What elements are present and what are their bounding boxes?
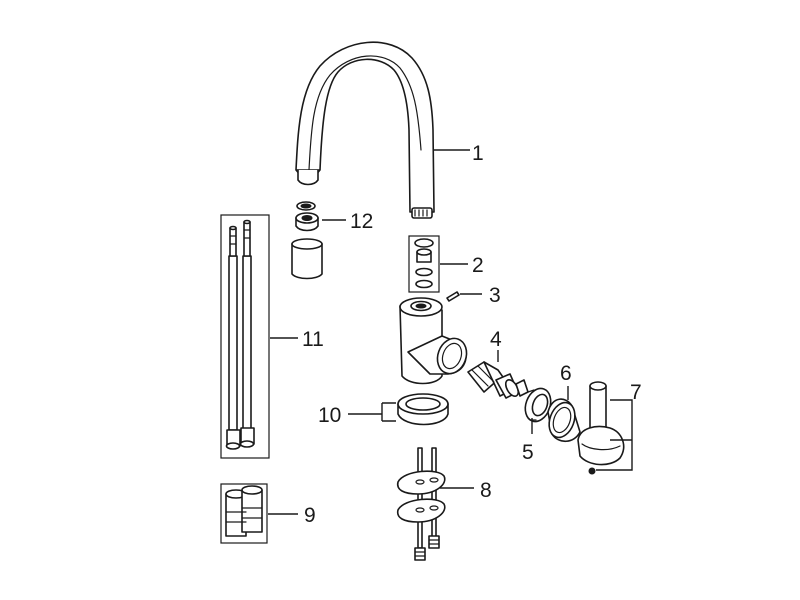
label-part-1: 1 — [472, 142, 484, 165]
leader-10 — [348, 402, 396, 422]
label-part-7: 7 — [630, 381, 642, 404]
aerator-part — [291, 201, 323, 280]
cartridge-part — [467, 361, 529, 399]
label-part-2: 2 — [472, 254, 484, 277]
fixing-kit-part — [396, 447, 446, 561]
pin-part — [446, 291, 460, 302]
leader-7 — [596, 399, 633, 471]
label-part-6: 6 — [560, 362, 572, 385]
label-part-9: 9 — [304, 504, 316, 527]
part-labels: 1 2 3 4 5 6 7 8 9 10 11 12 — [302, 142, 642, 527]
nut-part — [524, 387, 552, 423]
label-part-3: 3 — [489, 284, 501, 307]
tap-body-part — [399, 297, 468, 385]
seal-set-part — [408, 235, 440, 293]
shroud-part — [547, 398, 581, 443]
base-ring-part — [397, 393, 449, 426]
label-part-4: 4 — [490, 328, 502, 351]
lever-handle-part — [577, 381, 625, 475]
leader-lines — [268, 149, 633, 515]
label-part-11: 11 — [302, 328, 324, 351]
isolating-valves-part — [220, 483, 268, 544]
label-part-8: 8 — [480, 479, 492, 502]
spout-part — [295, 41, 435, 219]
label-part-10: 10 — [318, 404, 341, 427]
label-part-12: 12 — [350, 210, 373, 233]
label-part-5: 5 — [522, 441, 534, 464]
flexible-hoses-part — [220, 214, 270, 459]
